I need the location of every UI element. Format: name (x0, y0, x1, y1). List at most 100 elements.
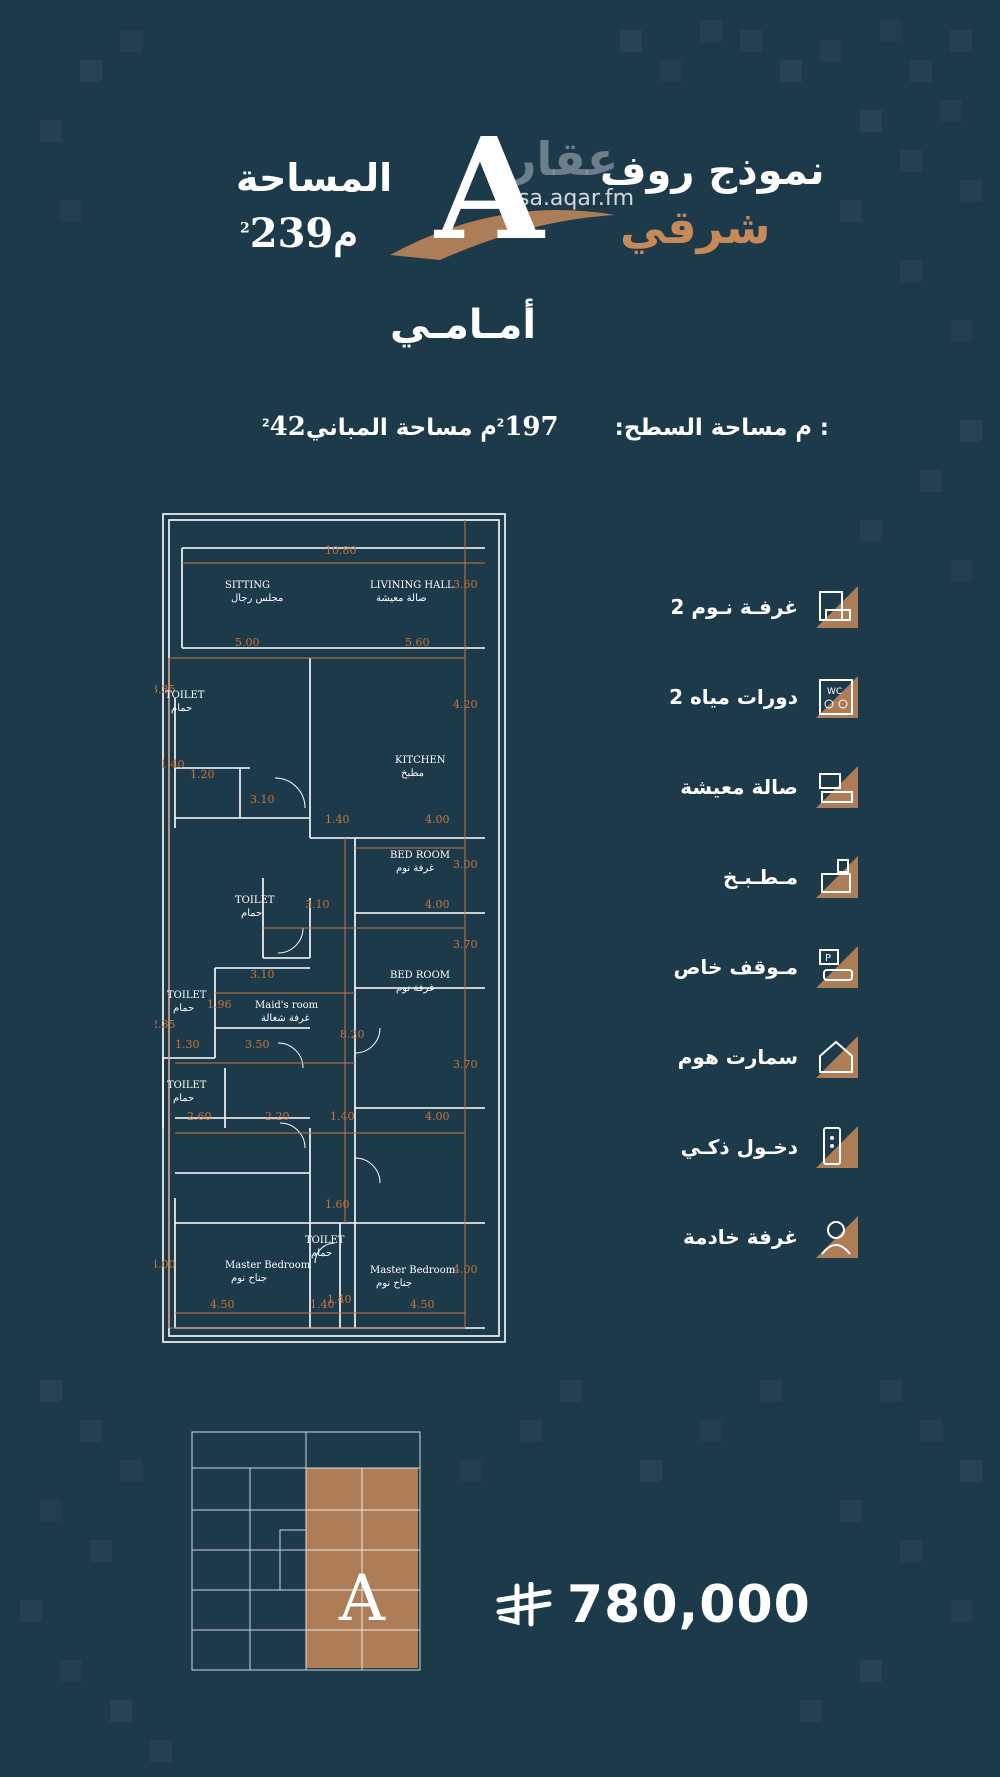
dimension-label: 4.00 (155, 1258, 176, 1271)
kitchen-icon (814, 854, 860, 900)
dimension-label: 5.60 (405, 636, 430, 649)
thumbnail-plan-drawing: A (190, 1430, 422, 1672)
dimension-label: 3.00 (453, 858, 478, 871)
smart-lock-icon (814, 1124, 860, 1170)
background-square (960, 1460, 982, 1482)
background-square (90, 1540, 112, 1562)
room-label-ar: حمام (173, 1003, 194, 1014)
room-label-ar: مطبخ (401, 768, 424, 779)
feature-item: سمارت هوم (640, 1030, 860, 1084)
background-square (60, 1660, 82, 1682)
background-square (80, 1420, 102, 1442)
room-label-en: TOILET (167, 990, 207, 1001)
model-letter: A (435, 108, 544, 272)
dimension-label: 4.00 (453, 1263, 478, 1276)
room-label-en: TOILET (165, 690, 205, 701)
dimension-label: 3.10 (250, 968, 275, 981)
room-label-en: KITCHEN (395, 755, 446, 766)
room-label-en: SITTING (225, 580, 270, 591)
room-label-ar: غرفة نوم (396, 983, 434, 994)
feature-item: مـطـبـخ (640, 850, 860, 904)
parking-icon: P (814, 944, 860, 990)
background-square (860, 520, 882, 542)
background-square (800, 1700, 822, 1722)
dimension-label: 4.00 (425, 813, 450, 826)
feature-item: 2 غرفـة نـوم (640, 580, 860, 634)
feature-item: صالة معيشة (640, 760, 860, 814)
room-label-ar: حمام (173, 1093, 194, 1104)
background-square (460, 1460, 482, 1482)
background-square (40, 1500, 62, 1522)
background-square (950, 1600, 972, 1622)
room-label-en: BED ROOM (390, 850, 450, 861)
dimension-label: 1.40 (330, 1110, 355, 1123)
background-square (860, 1660, 882, 1682)
dimension-label: 3.10 (250, 793, 275, 806)
background-square (740, 30, 762, 52)
feature-label: دخـول ذكـي (680, 1135, 798, 1159)
dimension-label: 3.10 (305, 898, 330, 911)
thumbnail-letter: A (338, 1562, 386, 1636)
maid-icon (814, 1214, 860, 1260)
room-label-ar: صالة معيشة (376, 593, 427, 604)
building-area-value: 197م (480, 412, 559, 442)
background-square (950, 560, 972, 582)
dimension-label: 2.20 (265, 1110, 290, 1123)
dimension-label: 5.00 (235, 636, 260, 649)
room-label-ar: مجلس رجال (231, 593, 283, 604)
background-square (110, 1700, 132, 1722)
background-square (560, 1380, 582, 1402)
letter-swoosh-decoration (390, 210, 615, 260)
wc-icon: WC (814, 674, 860, 720)
dimension-label: 3.70 (453, 938, 478, 951)
background-square (900, 1540, 922, 1562)
background-square (120, 1460, 142, 1482)
background-square (840, 200, 862, 222)
header: عقار sa.aqar.fm نموذج روف شرقي A المساحة… (0, 0, 1000, 460)
room-label-ar: جناح نوم (231, 1273, 267, 1284)
dimension-label: 1.96 (207, 998, 232, 1011)
area-number: 239م (249, 210, 359, 257)
room-label-ar: حمام (241, 908, 262, 919)
dimension-label: 1.40 (310, 1298, 335, 1311)
feature-label: مـوقف خاص (673, 955, 798, 979)
dimension-label: 1.40 (325, 813, 350, 826)
building-thumbnail: A (190, 1430, 422, 1672)
background-square (20, 1600, 42, 1622)
background-square (80, 60, 102, 82)
room-label-en: TOILET (235, 895, 275, 906)
riyal-icon (496, 1582, 552, 1627)
background-square (900, 150, 922, 172)
background-square (880, 1380, 902, 1402)
dimension-label: 1.20 (190, 768, 215, 781)
dimension-label: 3.50 (245, 1038, 270, 1051)
building-unit-sup: 2 (496, 416, 505, 430)
area-label: المساحة (236, 156, 393, 200)
background-square (620, 30, 642, 52)
feature-item: غرفة خادمة (640, 1210, 860, 1264)
smart-home-icon (814, 1034, 860, 1080)
orientation-title: شرقي (620, 200, 771, 254)
dimension-label: 1.60 (325, 1198, 350, 1211)
dimension-label: 1.40 (327, 1293, 352, 1306)
dimension-label: 3.60 (453, 578, 478, 591)
background-square (780, 60, 802, 82)
feature-item: مـوقف خاص P (640, 940, 860, 994)
background-square (640, 1460, 662, 1482)
roof-area-value: 42م (269, 412, 812, 442)
dimension-label: 2.60 (187, 1110, 212, 1123)
room-label-ar: جناح نوم (376, 1278, 412, 1289)
roof-unit-sup: 2 (262, 416, 270, 430)
background-square (700, 1420, 722, 1442)
room-label-en: Maid's room (255, 1000, 319, 1011)
background-square (760, 1380, 782, 1402)
feature-label: غرفة خادمة (683, 1225, 798, 1249)
background-square (520, 1420, 542, 1442)
areas-summary: 242م مساحة السطح: 2197م مساحة المباني : (262, 412, 829, 442)
price: 780,000 (495, 1575, 811, 1635)
dimension-label: 1.30 (175, 1038, 200, 1051)
roof-area-label: مساحة السطح: (614, 415, 788, 441)
floor-plan-drawing: 10.803.605.005.603.354.201.401.203.101.4… (151, 513, 506, 1343)
